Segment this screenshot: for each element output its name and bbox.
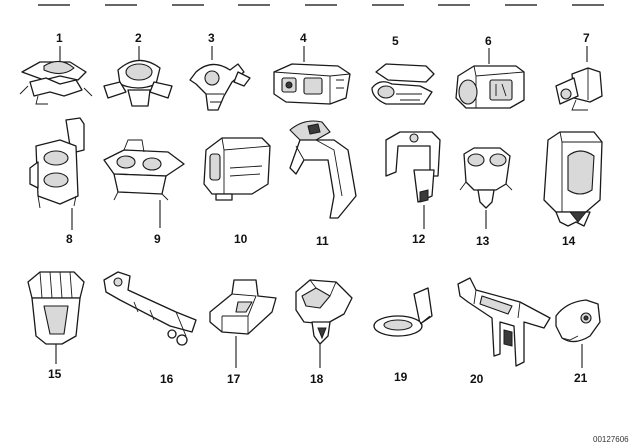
part-label-13: 13 xyxy=(476,234,490,248)
clip-icon xyxy=(555,67,603,111)
part-label-14: 14 xyxy=(562,234,576,248)
part-label-18: 18 xyxy=(310,372,324,386)
part-label-2: 2 xyxy=(135,31,142,45)
part-4: 4 xyxy=(273,31,351,105)
part-label-9: 9 xyxy=(154,232,161,246)
holder-icon xyxy=(273,63,351,105)
part-7: 7 xyxy=(555,31,603,111)
bracket-icon xyxy=(209,279,277,335)
document-number: 00127606 xyxy=(593,435,629,444)
part-16: 16 xyxy=(103,271,197,386)
ring-bracket-icon xyxy=(373,287,433,337)
part-17: 17 xyxy=(209,279,277,386)
clip-icon xyxy=(19,60,93,105)
part-18: 18 xyxy=(295,279,353,386)
part-3: 3 xyxy=(189,31,251,111)
part-label-19: 19 xyxy=(394,370,408,384)
holder-icon xyxy=(455,65,525,109)
clip-icon xyxy=(459,147,513,209)
part-20: 20 xyxy=(457,277,551,386)
part-label-17: 17 xyxy=(227,372,241,386)
clip-icon xyxy=(27,271,85,345)
part-9: 9 xyxy=(103,139,185,246)
part-label-12: 12 xyxy=(412,232,426,246)
part-11: 11 xyxy=(289,120,357,248)
clip-icon xyxy=(103,139,185,201)
part-label-3: 3 xyxy=(208,31,215,45)
part-6: 6 xyxy=(455,34,525,109)
part-19: 19 xyxy=(373,287,433,384)
part-5: 5 xyxy=(371,34,435,105)
part-2: 2 xyxy=(103,31,173,107)
holder-icon xyxy=(295,279,353,345)
part-label-7: 7 xyxy=(583,31,590,45)
part-10: 10 xyxy=(203,137,271,246)
part-label-16: 16 xyxy=(160,372,174,386)
part-21: 21 xyxy=(555,299,601,385)
part-label-15: 15 xyxy=(48,367,62,381)
holder-icon xyxy=(203,137,271,201)
bracket-icon xyxy=(103,271,197,346)
clip-icon xyxy=(103,59,173,107)
clip-icon xyxy=(371,63,435,105)
part-label-5: 5 xyxy=(392,34,399,48)
bracket-icon xyxy=(289,120,357,219)
part-12: 12 xyxy=(385,131,441,246)
clip-icon xyxy=(555,299,601,343)
part-label-6: 6 xyxy=(485,34,492,48)
part-15: 15 xyxy=(27,271,85,381)
part-label-21: 21 xyxy=(574,371,588,385)
part-label-20: 20 xyxy=(470,372,484,386)
part-label-11: 11 xyxy=(316,234,329,248)
part-label-1: 1 xyxy=(56,31,63,45)
bracket-icon xyxy=(457,277,551,367)
clip-icon xyxy=(29,117,85,209)
part-8: 8 xyxy=(29,117,85,246)
part-13: 13 xyxy=(459,147,513,248)
part-label-10: 10 xyxy=(234,232,248,246)
part-label-8: 8 xyxy=(66,232,73,246)
part-1: 1 xyxy=(19,31,93,105)
bracket-icon xyxy=(385,131,441,203)
part-label-4: 4 xyxy=(300,31,307,45)
holder-icon xyxy=(543,131,603,227)
part-14: 14 xyxy=(543,131,603,248)
clip-icon xyxy=(189,63,251,111)
